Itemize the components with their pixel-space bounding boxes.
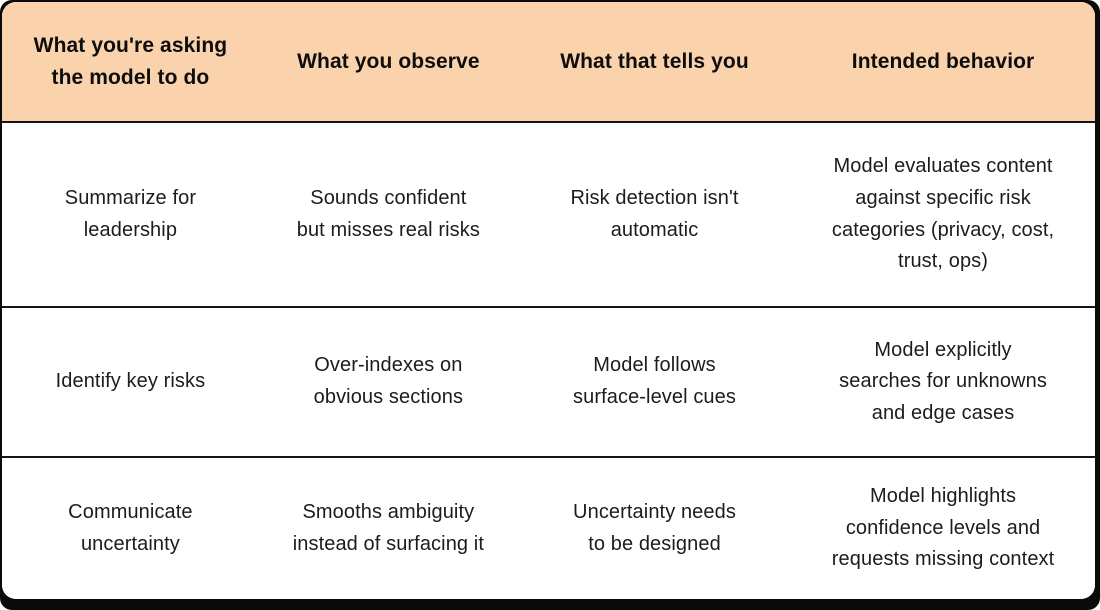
table-row: Identify key risks Over-indexes on obvio…: [2, 306, 1095, 456]
column-header-label: What you're asking the model to do: [33, 34, 228, 89]
cell-intended-behavior: Model explicitly searches for unknowns a…: [791, 308, 1095, 456]
cell-task: Identify key risks: [2, 308, 259, 456]
cell-observation: Over-indexes on obvious sections: [259, 308, 518, 456]
cell-task: Communicate uncertainty: [2, 458, 259, 599]
cell-insight: Risk detection isn't automatic: [518, 123, 791, 306]
cell-observation: Smooths ambiguity instead of surfacing i…: [259, 458, 518, 599]
cell-insight: Uncertainty needs to be designed: [518, 458, 791, 599]
comparison-table-card: What you're asking the model to do What …: [2, 2, 1095, 599]
cell-text: Uncertainty needs to be designed: [573, 500, 736, 555]
cell-text: Identify key risks: [55, 370, 206, 393]
cell-task: Summarize for leadership: [2, 123, 259, 306]
cell-text: Over-indexes on obvious sections: [313, 354, 464, 408]
cell-intended-behavior: Model evaluates content against specific…: [791, 123, 1095, 306]
column-header-label: What you observe: [297, 49, 480, 73]
cell-text: Model evaluates content against specific…: [831, 155, 1055, 273]
cell-text: Model follows surface-level cues: [573, 354, 736, 408]
cell-intended-behavior: Model highlights confidence levels and r…: [791, 458, 1095, 599]
column-header-label: Intended behavior: [851, 49, 1035, 73]
table-header-row: What you're asking the model to do What …: [2, 2, 1095, 123]
cell-text: Smooths ambiguity instead of surfacing i…: [292, 500, 484, 555]
header-cell-intended-behavior: Intended behavior: [791, 2, 1095, 121]
cell-observation: Sounds confident but misses real risks: [259, 123, 518, 306]
cell-insight: Model follows surface-level cues: [518, 308, 791, 456]
cell-text: Summarize for leadership: [64, 186, 197, 241]
header-cell-asking: What you're asking the model to do: [2, 2, 259, 121]
cell-text: Sounds confident but misses real risks: [296, 186, 480, 241]
cell-text: Model explicitly searches for unknowns a…: [839, 338, 1047, 424]
header-cell-observe: What you observe: [259, 2, 518, 121]
table-row: Summarize for leadership Sounds confiden…: [2, 123, 1095, 306]
cell-text: Risk detection isn't automatic: [570, 186, 739, 241]
header-cell-tells-you: What that tells you: [518, 2, 791, 121]
cell-text: Communicate uncertainty: [68, 500, 193, 555]
table-row: Communicate uncertainty Smooths ambiguit…: [2, 456, 1095, 599]
column-header-label: What that tells you: [560, 49, 749, 73]
cell-text: Model highlights confidence levels and r…: [831, 485, 1055, 571]
